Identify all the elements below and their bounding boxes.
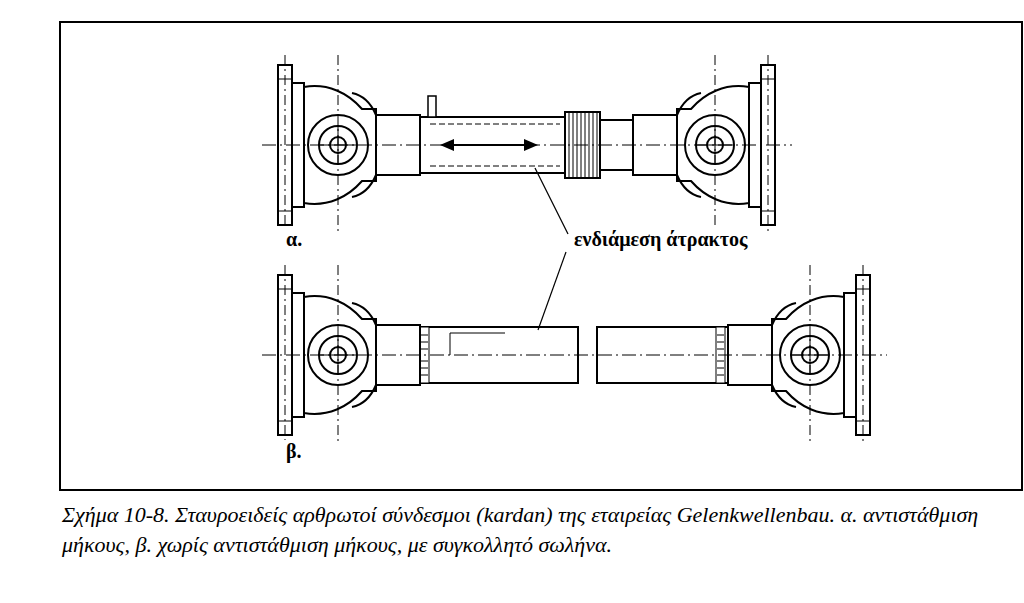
part-letter: β. (284, 440, 304, 462)
figure-caption: Σχήμα 10-8. Σταυροειδείς αρθρωτοί σύνδεσ… (62, 500, 1012, 560)
part-letter: α. (284, 228, 304, 250)
part-name: ενδιάμεση άτρακτος (572, 228, 749, 250)
